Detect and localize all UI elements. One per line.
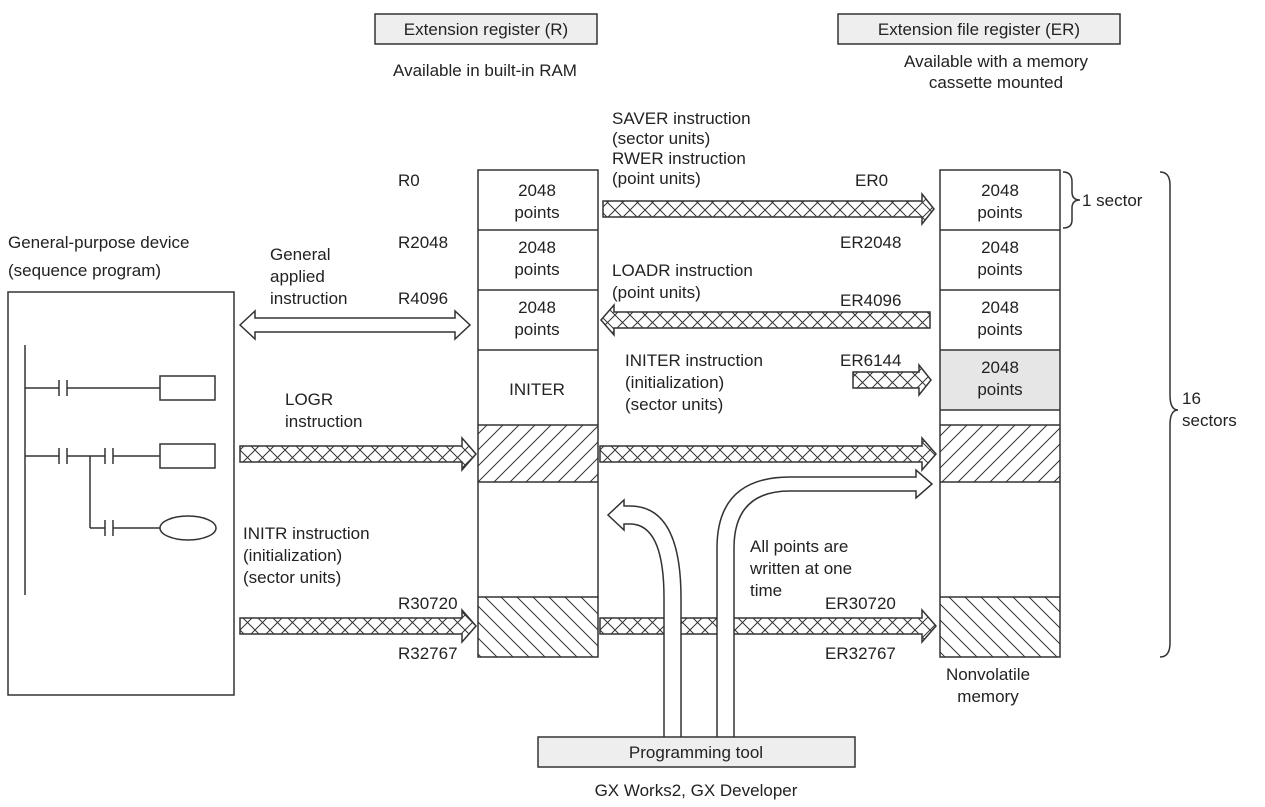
- addr-er2048: ER2048: [840, 233, 901, 252]
- tool-to-er-arrow: [716, 468, 934, 737]
- addr-r32767: R32767: [398, 644, 458, 663]
- general-double-arrow: [238, 309, 472, 341]
- addr-er4096: ER4096: [840, 291, 901, 310]
- logr-label-2: instruction: [285, 412, 362, 431]
- r-register-block: [477, 169, 599, 658]
- addr-r2048: R2048: [398, 233, 448, 252]
- addr-r4096: R4096: [398, 289, 448, 308]
- nonvolatile-label-2: memory: [957, 687, 1019, 706]
- initer-label-1: INITER instruction: [625, 351, 763, 370]
- r-cell-3-unit: points: [514, 320, 559, 339]
- loadr-label-1: LOADR instruction: [612, 261, 753, 280]
- er-cell-3-unit: points: [977, 320, 1022, 339]
- allpoints-label-3: time: [750, 581, 782, 600]
- general-label-1: General: [270, 245, 330, 264]
- allpoints-label-1: All points are: [750, 537, 848, 556]
- r-cell-1-unit: points: [514, 203, 559, 222]
- ladder-program-box: [7, 291, 235, 696]
- er-cell-3-num: 2048: [981, 298, 1019, 317]
- device-label-1: General-purpose device: [8, 233, 189, 252]
- initr-arrow-left: [239, 608, 477, 644]
- initer-arrow: [852, 362, 932, 398]
- addr-er30720: ER30720: [825, 594, 896, 613]
- ext-register-subtitle: Available in built-in RAM: [393, 61, 577, 80]
- er-cell-2-unit: points: [977, 260, 1022, 279]
- logr-label-1: LOGR: [285, 390, 333, 409]
- r-cell-2-unit: points: [514, 260, 559, 279]
- one-sector-label: 1 sector: [1082, 191, 1143, 210]
- initr-label-3: (sector units): [243, 568, 341, 587]
- loadr-arrow: [600, 302, 931, 338]
- saver-arrow: [602, 191, 935, 227]
- addr-r0: R0: [398, 171, 420, 190]
- r-cell-2-num: 2048: [518, 238, 556, 257]
- ext-file-register-title: Extension file register (ER): [878, 20, 1080, 39]
- rwer-label-2: (point units): [612, 169, 701, 188]
- one-sector-brace: [1062, 171, 1081, 229]
- sixteen-sectors-brace: [1159, 171, 1179, 658]
- er-register-block: [939, 169, 1061, 658]
- er-cell-1-unit: points: [977, 203, 1022, 222]
- initr-arrow-right: [599, 608, 937, 644]
- nonvolatile-label-1: Nonvolatile: [946, 665, 1030, 684]
- er-cell-4-unit: points: [977, 380, 1022, 399]
- er-cell-2-num: 2048: [981, 238, 1019, 257]
- tool-to-r-arrow: [606, 498, 682, 737]
- r-cell-1-num: 2048: [518, 181, 556, 200]
- general-label-2: applied: [270, 267, 325, 286]
- r-initer-cell: INITER: [509, 380, 565, 399]
- ext-file-register-subtitle-2: cassette mounted: [929, 73, 1063, 92]
- rwer-label-1: RWER instruction: [612, 149, 746, 168]
- initer-label-2: (initialization): [625, 373, 724, 392]
- ext-file-register-subtitle-1: Available with a memory: [904, 52, 1088, 71]
- programming-tool-label: Programming tool: [629, 743, 763, 762]
- allpoints-label-2: written at one: [749, 559, 852, 578]
- logr-arrow-right: [599, 436, 937, 472]
- r-cell-3-num: 2048: [518, 298, 556, 317]
- programming-tool-subtitle: GX Works2, GX Developer: [595, 781, 798, 800]
- logr-arrow-left: [239, 436, 477, 472]
- addr-er0: ER0: [855, 171, 888, 190]
- initr-label-1: INITR instruction: [243, 524, 370, 543]
- ext-register-title: Extension register (R): [404, 20, 568, 39]
- ext-register-header: Extension register (R): [374, 13, 598, 45]
- er-cell-4-num: 2048: [981, 358, 1019, 377]
- initer-label-3: (sector units): [625, 395, 723, 414]
- sectors-count: 16: [1182, 389, 1201, 408]
- device-label-2: (sequence program): [8, 261, 161, 280]
- general-label-3: instruction: [270, 289, 347, 308]
- saver-label-2: (sector units): [612, 129, 710, 148]
- sectors-label: sectors: [1182, 411, 1237, 430]
- addr-er6144: ER6144: [840, 351, 901, 370]
- initr-label-2: (initialization): [243, 546, 342, 565]
- addr-r30720: R30720: [398, 594, 458, 613]
- loadr-label-2: (point units): [612, 283, 701, 302]
- programming-tool-box: Programming tool: [537, 736, 856, 768]
- saver-label-1: SAVER instruction: [612, 109, 751, 128]
- ext-file-register-header: Extension file register (ER): [837, 13, 1121, 45]
- addr-er32767: ER32767: [825, 644, 896, 663]
- er-cell-1-num: 2048: [981, 181, 1019, 200]
